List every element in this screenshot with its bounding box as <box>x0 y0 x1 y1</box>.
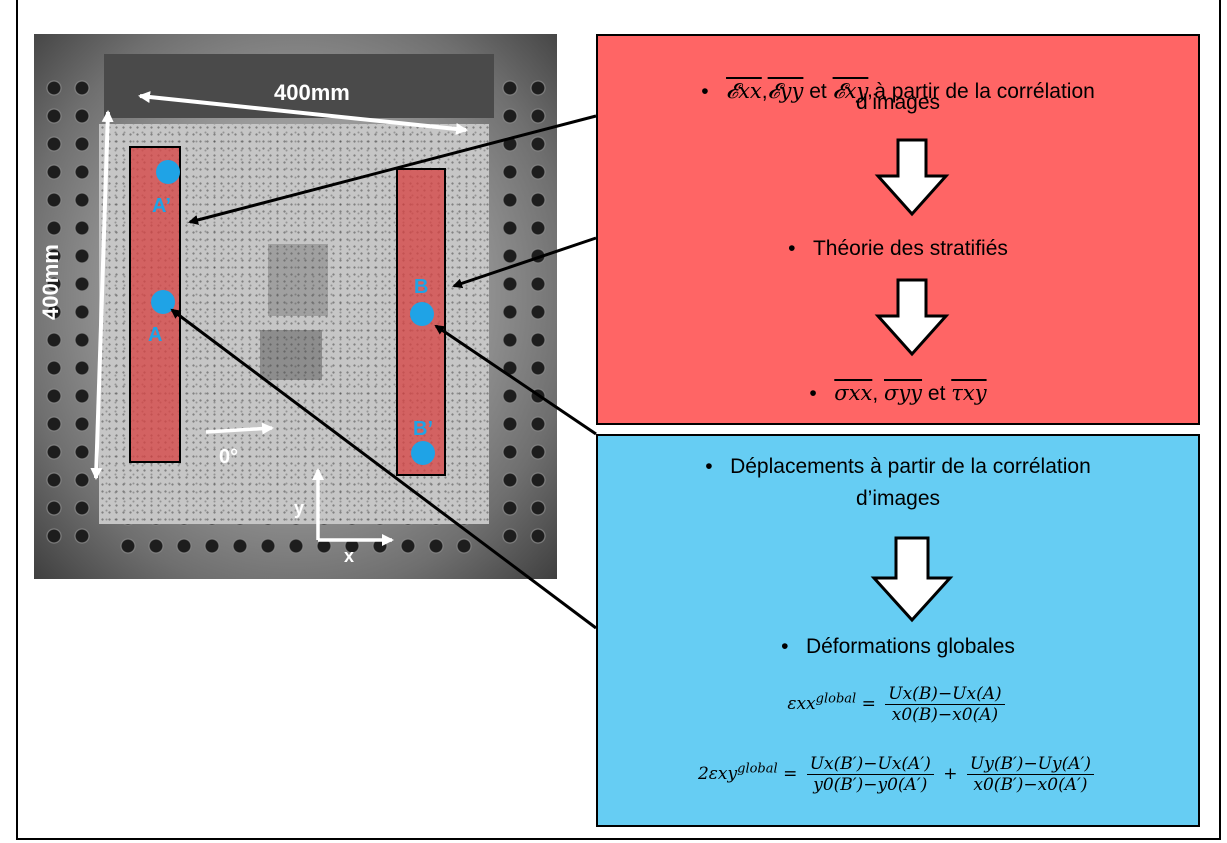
strain-bullet-2: • Déformations globales <box>781 635 1015 658</box>
eq1-lhs: εxx <box>787 694 816 714</box>
axis-x-label: x <box>344 546 355 566</box>
sigma-xx-symbol: σxx <box>834 381 873 405</box>
eq1-numerator: Ux(B)−Ux(A) <box>885 684 1005 705</box>
point-b-prime <box>411 441 435 465</box>
sigma-yy-symbol: σyy <box>883 381 923 405</box>
figure-frame <box>16 0 1221 840</box>
eq2-denominator-2: x0(B′)−x0(A′) <box>973 775 1088 795</box>
eq2-lhs: 2εxy <box>697 764 738 784</box>
down-arrow-1 <box>874 138 950 217</box>
eq2-denominator-1: y0(B′)−y0(A′) <box>813 775 928 795</box>
label-b: B <box>414 276 429 298</box>
et-1: et <box>809 80 827 103</box>
label-a: A <box>148 324 163 346</box>
gauge-patch-bottom <box>260 330 322 380</box>
strain-xy-symbol: 𝓔xy <box>832 79 869 103</box>
angle-label: 0° <box>219 446 239 468</box>
pointer-red-to-left-strip <box>188 114 597 225</box>
stress-bullet-1-text: à partir de la corrélation <box>874 80 1095 103</box>
right-rail-holes <box>496 74 552 544</box>
down-arrow-2 <box>874 278 950 357</box>
pointer-red-to-right-strip <box>452 236 597 289</box>
equation-global-xx: εxxglobal = Ux(B)−Ux(A)x0(B)−x0(A) <box>598 684 1198 725</box>
eq1-denominator: x0(B)−x0(A) <box>891 705 999 725</box>
eq2-numerator-2: Uy(B′)−Uy(A′) <box>966 754 1095 775</box>
gauge-patch-top <box>268 244 328 316</box>
orientation-arrow <box>205 422 274 435</box>
pointer-blue-to-point-a <box>170 308 597 630</box>
stress-bullet-1-line2: d’images <box>855 91 941 114</box>
down-arrow-3 <box>870 536 954 623</box>
point-b <box>410 302 434 326</box>
label-a-prime: A’ <box>152 195 171 217</box>
stress-bullet-2: • Théorie des stratifiés <box>788 237 1008 260</box>
strain-bullet-1-line2: d’images <box>855 487 941 510</box>
sep-1: , <box>761 80 768 103</box>
left-rail-holes <box>40 74 96 544</box>
point-a-prime <box>156 160 180 184</box>
strain-box: • Déplacements à partir de la corrélatio… <box>596 434 1200 827</box>
dimension-left-arrow <box>90 110 114 480</box>
eq2-numerator-1: Ux(B′)−Ux(A′) <box>806 754 934 775</box>
strain-bullet-1: • Déplacements à partir de la corrélatio… <box>705 455 1091 478</box>
et-3: et <box>927 382 946 405</box>
eq1-sup: global <box>815 691 857 707</box>
pointer-blue-to-point-b <box>434 324 597 436</box>
strain-bullet-1-text: Déplacements à partir de la corrélation <box>730 455 1091 478</box>
strain-bullet-2-text: Déformations globales <box>805 635 1015 658</box>
stress-bullet-1: • 𝓔xx,𝓔yy et 𝓔xy à partir de la corrélat… <box>701 79 1095 103</box>
strain-xx-symbol: 𝓔xx <box>726 79 762 103</box>
dimension-top-arrow <box>138 91 468 135</box>
equation-global-xy: 2εxyglobal = Ux(B′)−Ux(A′)y0(B′)−y0(A′) … <box>598 754 1198 795</box>
stress-box: • 𝓔xx,𝓔yy et 𝓔xy à partir de la corrélat… <box>596 34 1200 425</box>
label-b-prime: B’ <box>413 418 433 440</box>
stress-bullet-2-text: Théorie des stratifiés <box>812 237 1008 260</box>
strain-yy-symbol: 𝓔yy <box>767 79 804 103</box>
tau-xy-symbol: τxy <box>951 381 987 405</box>
eq2-sup: global <box>737 761 778 777</box>
stress-bullet-3: • σxx, σyy et τxy <box>809 381 987 405</box>
axis-y-label: y <box>294 498 305 518</box>
